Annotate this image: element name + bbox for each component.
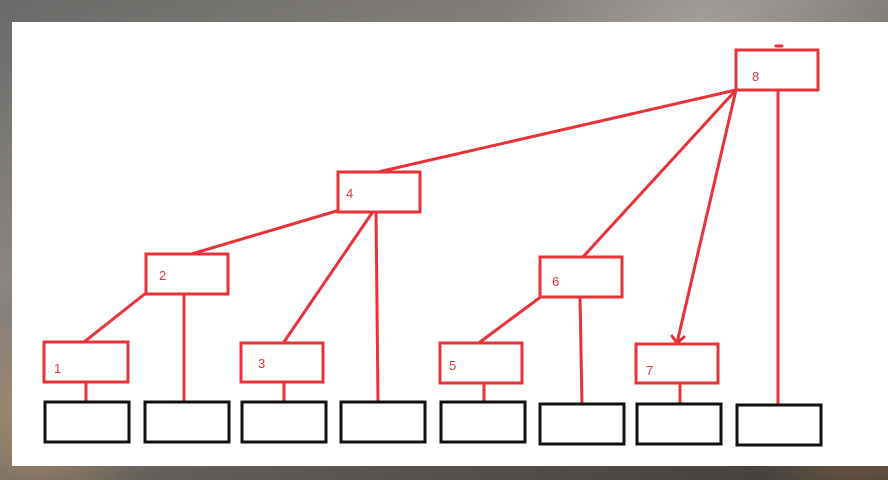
edge-4-3 <box>282 208 376 344</box>
node-3-box <box>239 341 325 384</box>
edge-8-4 <box>376 88 738 174</box>
leaf-box-6 <box>538 402 626 446</box>
node-1-label: 1 <box>54 361 61 376</box>
node-3-label: 3 <box>258 356 265 371</box>
node-6-box <box>538 255 624 299</box>
whiteboard-canvas <box>12 22 888 466</box>
node-8-label: 8 <box>752 69 759 84</box>
edge-4-leaf4 <box>374 208 380 404</box>
node-6-label: 6 <box>552 274 559 289</box>
node-2-label: 2 <box>159 268 166 283</box>
leaf-box-3 <box>240 400 328 444</box>
edge-4-2 <box>186 208 342 257</box>
node-8-box <box>734 48 820 92</box>
leaf-box-4 <box>339 400 427 444</box>
node-1-box <box>42 340 130 384</box>
edge-8-6 <box>580 88 738 260</box>
node-5-box <box>438 341 524 385</box>
leaf-box-8 <box>735 403 823 447</box>
leaf-box-1 <box>43 400 131 444</box>
connectors <box>82 44 784 408</box>
node-4-label: 4 <box>346 186 353 201</box>
node-4-box <box>336 170 422 214</box>
edge-8-7 <box>675 88 738 345</box>
node-2-box <box>144 252 230 296</box>
edge-2-1 <box>82 291 148 344</box>
node-5-label: 5 <box>449 358 456 373</box>
edge-6-leaf6 <box>578 294 584 408</box>
edge-6-5 <box>478 294 544 344</box>
node-7-box <box>634 342 720 385</box>
node-7-label: 7 <box>646 363 653 378</box>
leaf-box-2 <box>143 400 231 444</box>
leaf-box-7 <box>635 402 723 446</box>
leaf-box-5 <box>439 400 527 444</box>
